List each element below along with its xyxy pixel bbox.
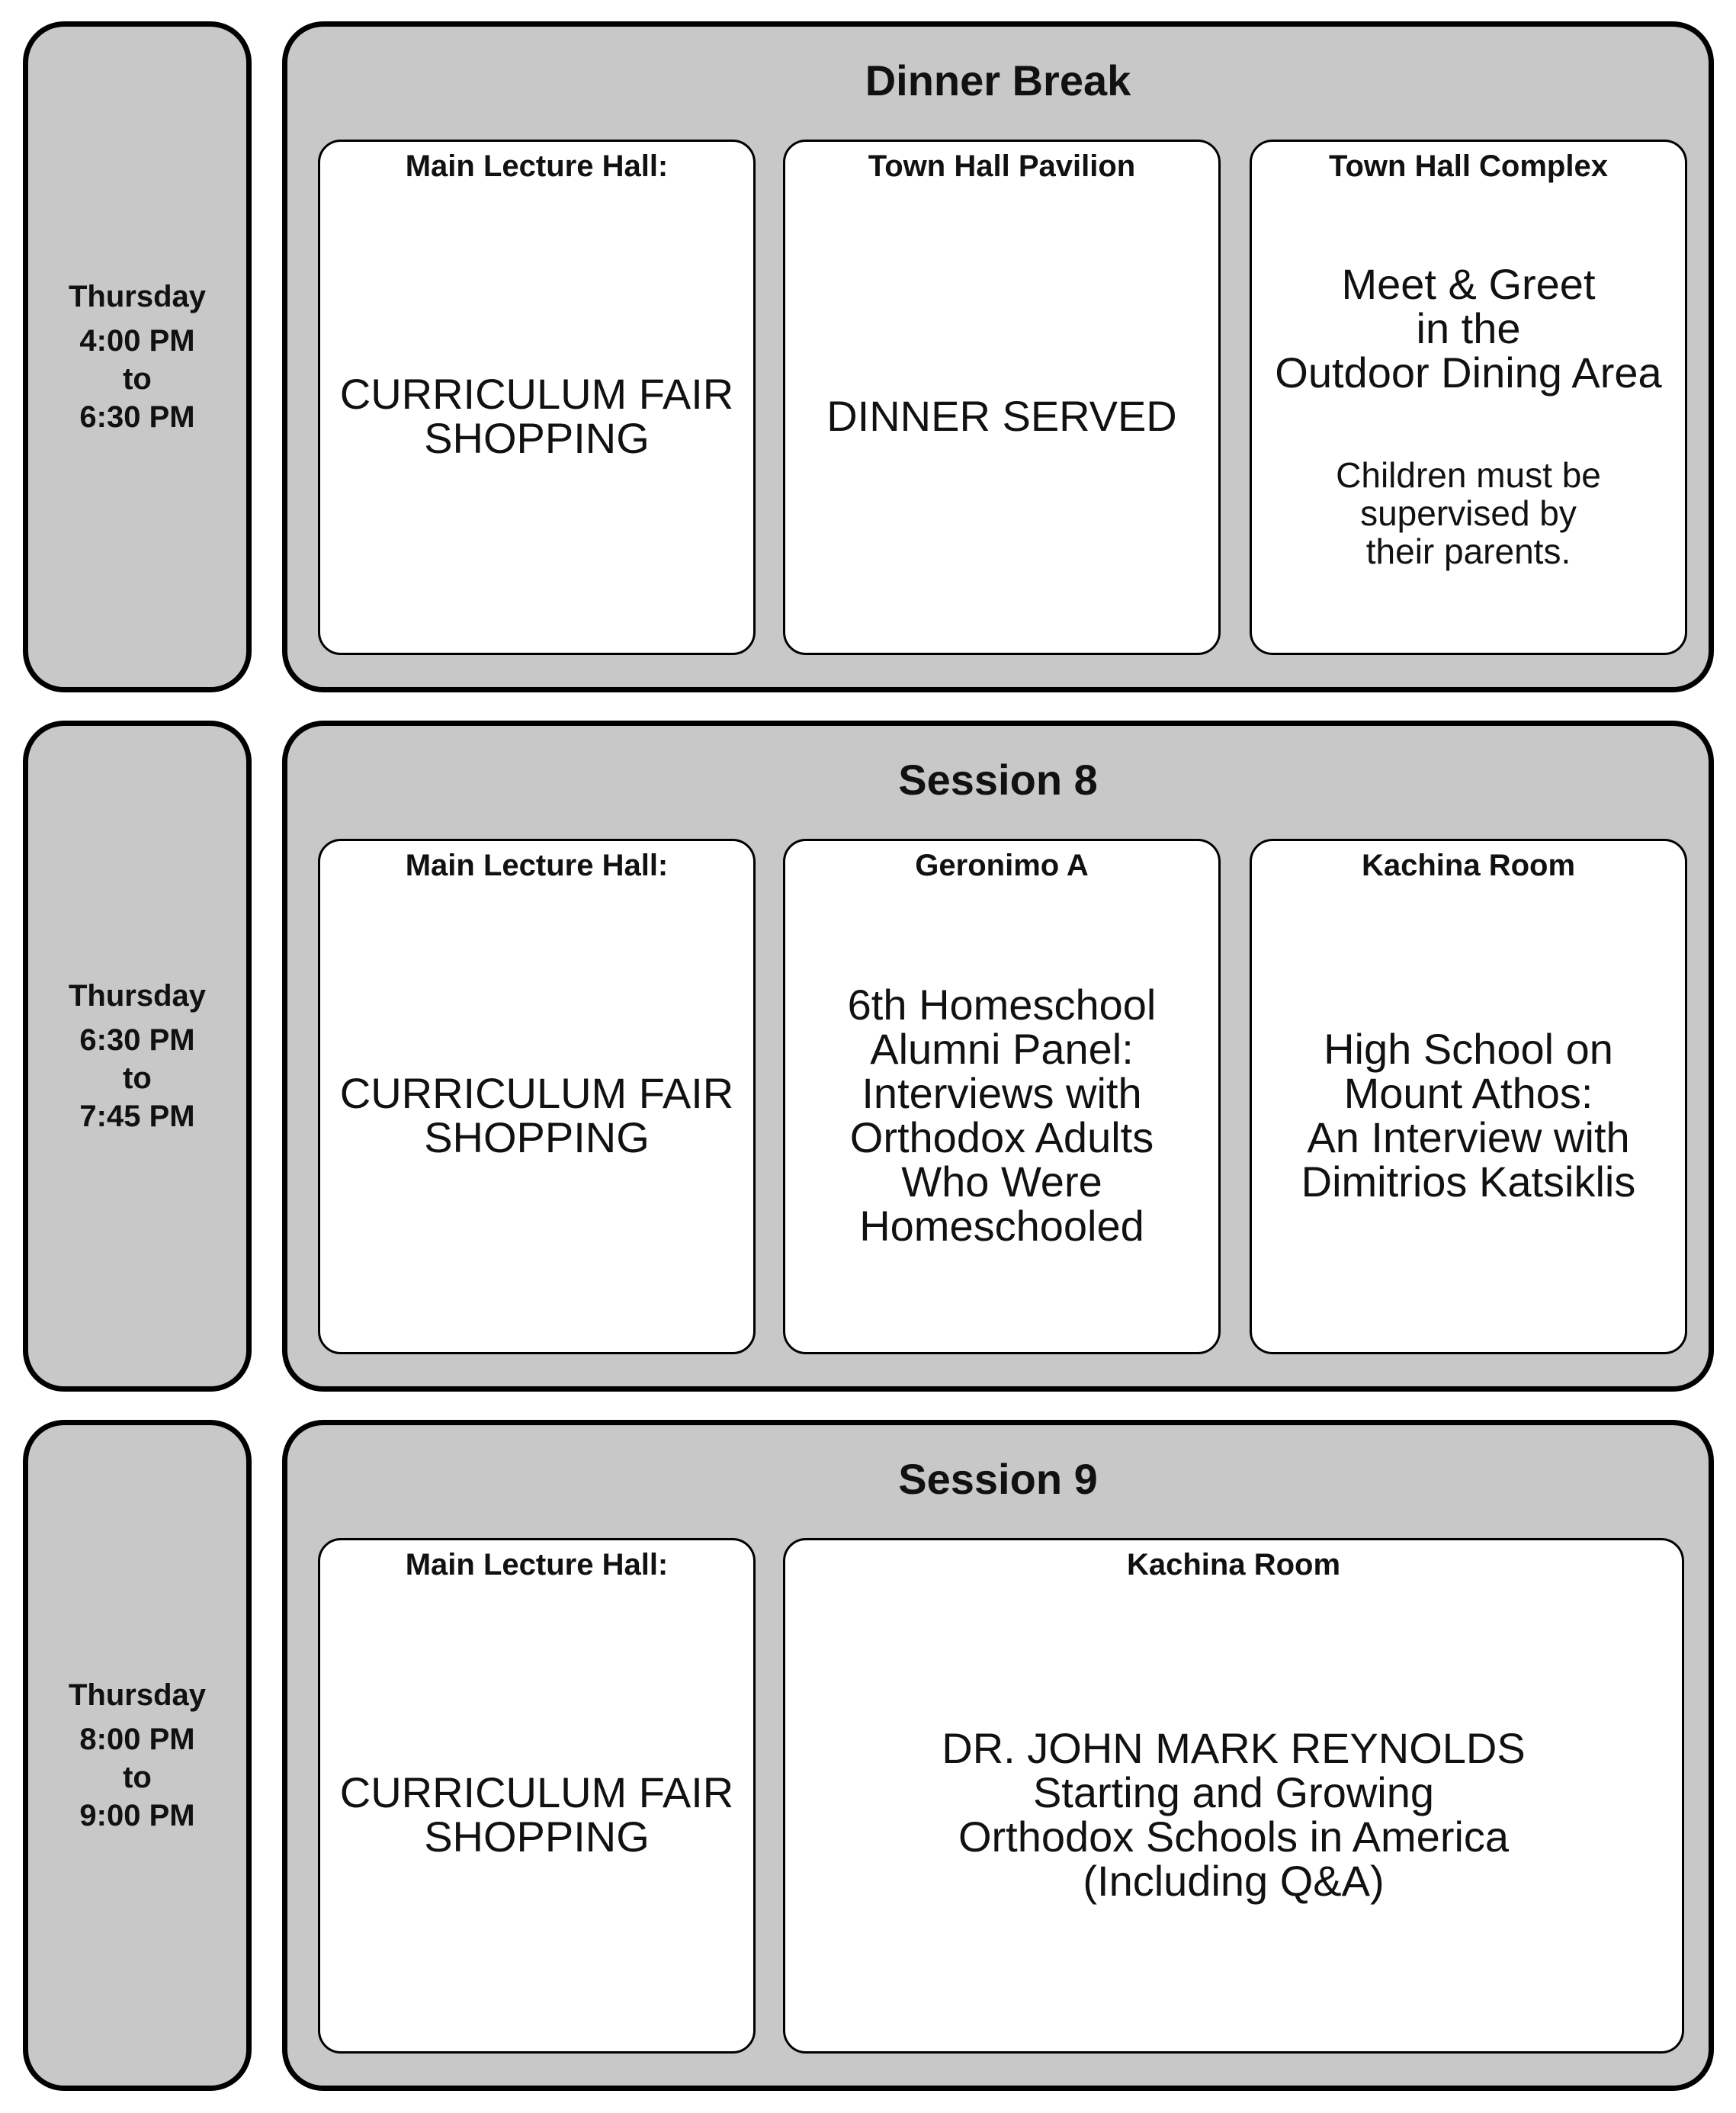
section-title: Dinner Break [865,56,1131,104]
time-separator: to [123,362,152,396]
event-line: in the [1416,304,1521,352]
room-event: CURRICULUM FAIR SHOPPING [328,1594,746,2036]
room-card-town-hall-complex: Town Hall Complex Meet & Greet in the Ou… [1250,140,1687,655]
event-line: Dimitrios Katsiklis [1301,1158,1636,1206]
event-line: 6th Homeschool [847,981,1157,1029]
room-card-kachina-room: Kachina Room DR. JOHN MARK REYNOLDS Star… [783,1538,1684,2054]
room-name: Town Hall Pavilion [868,149,1136,183]
event-line: DR. JOHN MARK REYNOLDS [942,1724,1526,1772]
event-line: Meet & Greet [1341,260,1596,308]
time-start: 4:00 PM [79,324,195,358]
time-end: 6:30 PM [79,400,195,434]
event-line: (Including Q&A) [1083,1857,1385,1905]
note-line: their parents. [1365,531,1571,571]
event-line: High School on [1324,1025,1613,1073]
time-start: 8:00 PM [79,1723,195,1756]
event-line: Outdoor Dining Area [1275,348,1662,397]
room-name: Geronimo A [915,849,1089,882]
event-line: CURRICULUM FAIR [339,1768,734,1816]
time-slot-1: Thursday 4:00 PM to 6:30 PM [23,21,252,692]
time-slot-3: Thursday 8:00 PM to 9:00 PM [23,1420,252,2091]
event-line: Orthodox Schools in America [958,1813,1510,1861]
event-line: DINNER SERVED [826,392,1177,440]
event-line: Who Were [901,1158,1102,1206]
room-event: Meet & Greet in the Outdoor Dining Area … [1259,195,1677,637]
section-title: Session 9 [898,1455,1098,1503]
room-name: Town Hall Complex [1329,149,1608,183]
event-line: CURRICULUM FAIR [339,370,734,418]
room-name: Main Lecture Hall: [405,149,669,183]
section-title: Session 8 [898,756,1098,804]
room-card-main-lecture-hall: Main Lecture Hall: CURRICULUM FAIR SHOPP… [318,140,756,655]
event-line: SHOPPING [424,1113,650,1161]
section-dinner-break: Dinner Break Main Lecture Hall: CURRICUL… [282,21,1714,692]
event-line: SHOPPING [424,1813,650,1861]
event-note: Children must be supervised by their par… [1336,456,1601,570]
section-session-9: Session 9 Main Lecture Hall: CURRICULUM … [282,1420,1714,2091]
time-day: Thursday [68,1678,207,1712]
event-line: Homeschooled [859,1202,1144,1250]
room-card-kachina-room: Kachina Room High School on Mount Athos:… [1250,839,1687,1354]
event-line: Interviews with [862,1069,1142,1117]
room-card-town-hall-pavilion: Town Hall Pavilion DINNER SERVED [783,140,1221,655]
room-card-main-lecture-hall: Main Lecture Hall: CURRICULUM FAIR SHOPP… [318,839,756,1354]
event-line: CURRICULUM FAIR [339,1069,734,1117]
time-end: 7:45 PM [79,1100,195,1133]
note-line: supervised by [1360,493,1577,533]
time-separator: to [123,1061,152,1095]
event-line: SHOPPING [424,414,650,462]
event-line: Starting and Growing [1032,1768,1435,1816]
room-name: Kachina Room [1126,1548,1341,1582]
room-name: Main Lecture Hall: [405,849,669,882]
event-line: Mount Athos: [1343,1069,1593,1117]
time-end: 9:00 PM [79,1799,195,1832]
event-line: An Interview with [1307,1113,1630,1161]
note-line: Children must be [1336,455,1601,495]
room-card-geronimo-a: Geronimo A 6th Homeschool Alumni Panel: … [783,839,1221,1354]
time-day: Thursday [68,280,207,313]
time-day: Thursday [68,979,207,1013]
time-separator: to [123,1761,152,1794]
room-event: CURRICULUM FAIR SHOPPING [328,195,746,637]
event-line: Alumni Panel: [870,1025,1134,1073]
room-event: High School on Mount Athos: An Interview… [1259,894,1677,1337]
room-name: Main Lecture Hall: [405,1548,669,1582]
time-start: 6:30 PM [79,1023,195,1057]
time-slot-2: Thursday 6:30 PM to 7:45 PM [23,721,252,1392]
room-event: CURRICULUM FAIR SHOPPING [328,894,746,1337]
event-line: Orthodox Adults [849,1113,1154,1161]
room-name: Kachina Room [1361,849,1576,882]
room-event: DR. JOHN MARK REYNOLDS Starting and Grow… [793,1594,1674,2036]
room-card-main-lecture-hall: Main Lecture Hall: CURRICULUM FAIR SHOPP… [318,1538,756,2054]
room-event: 6th Homeschool Alumni Panel: Interviews … [793,894,1211,1337]
room-event: DINNER SERVED [793,195,1211,637]
section-session-8: Session 8 Main Lecture Hall: CURRICULUM … [282,721,1714,1392]
